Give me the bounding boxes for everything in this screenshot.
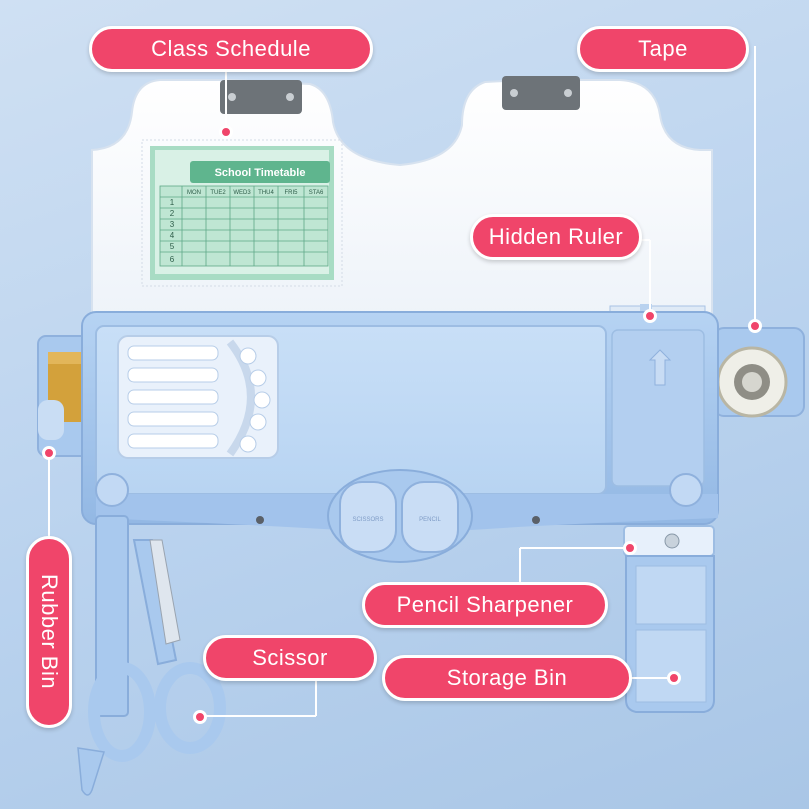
scissor-label: Scissor (203, 635, 377, 681)
timetable-period: 2 (170, 209, 175, 218)
timetable-period: 3 (170, 220, 175, 229)
class-schedule-label: Class Schedule (89, 26, 373, 72)
storage-bin (625, 555, 715, 713)
timetable-day: WED3 (233, 190, 251, 196)
timetable-period: 4 (170, 231, 175, 240)
scissor-marker (193, 710, 207, 724)
pencil-button-text: PENCIL (419, 517, 441, 523)
timetable-day: STA6 (309, 190, 324, 196)
hidden-ruler-label: Hidden Ruler (470, 214, 642, 260)
class-schedule-marker (219, 125, 233, 139)
rubber-bin-marker (42, 446, 56, 460)
school-timetable-card: School Timetable MON TUE2 WED3 THU4 FRI5… (150, 146, 334, 280)
release-buttons: SCISSORS PENCIL (327, 469, 473, 563)
timetable-grid: MON TUE2 WED3 THU4 FRI5 STA6 1 2 3 4 5 6 (159, 185, 329, 267)
timetable-title: School Timetable (215, 167, 306, 179)
hidden-ruler-marker (643, 309, 657, 323)
scissors-button-text: SCISSORS (352, 517, 383, 523)
pencil-sharpener-marker (623, 541, 637, 555)
tape-holder (713, 327, 805, 418)
lid-clip-right (502, 76, 580, 110)
pencil-sharpener (623, 525, 715, 557)
storage-bin-marker (667, 671, 681, 685)
tape-label: Tape (577, 26, 749, 72)
timetable-period: 5 (170, 242, 175, 251)
timetable-period: 6 (170, 255, 175, 264)
timetable-period: 1 (170, 198, 175, 207)
timetable-day: FRI5 (284, 190, 298, 196)
timetable-day: TUE2 (210, 190, 226, 196)
tape-marker (748, 319, 762, 333)
lid-clip-left (220, 80, 302, 114)
pencil-rack (117, 335, 279, 459)
scissors (77, 515, 226, 796)
rubber-bin-label: Rubber Bin (26, 536, 72, 728)
timetable-day: THU4 (258, 190, 274, 196)
timetable-day: MON (187, 190, 201, 196)
pencil-sharpener-label: Pencil Sharpener (362, 582, 608, 628)
storage-bin-label: Storage Bin (382, 655, 632, 701)
